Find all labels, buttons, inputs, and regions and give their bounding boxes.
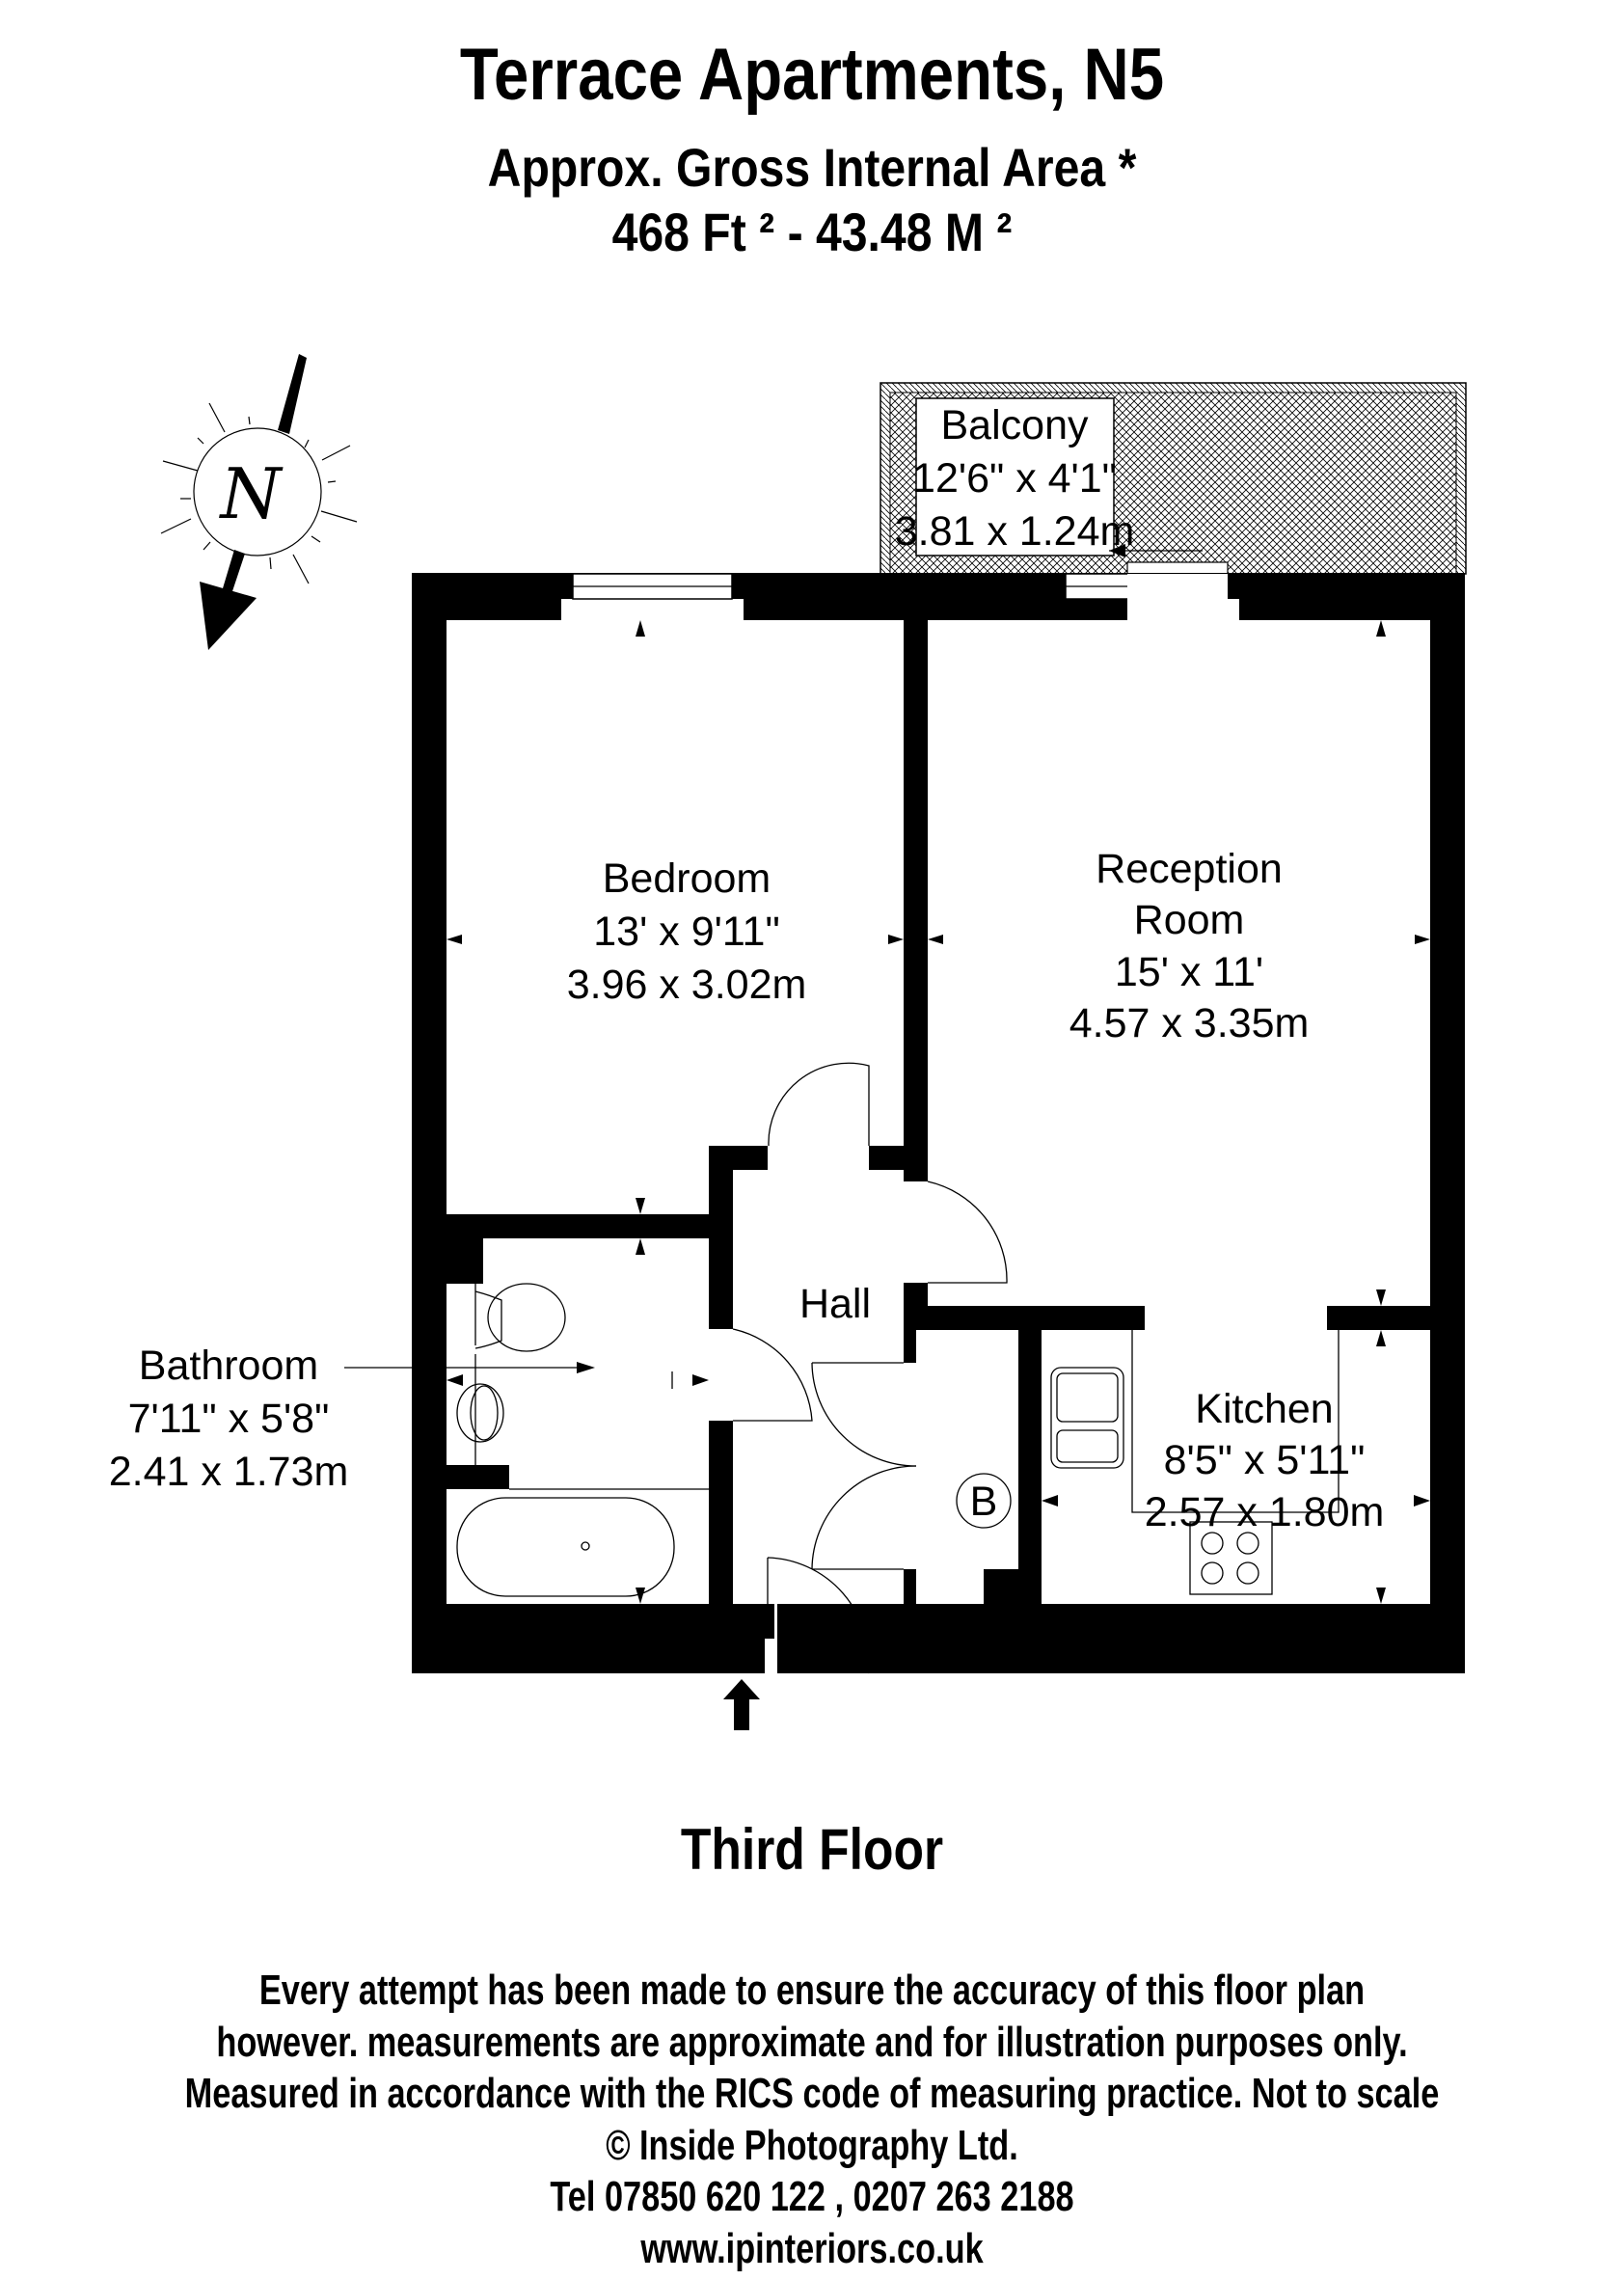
balcony [880,382,1467,576]
kitchen-imperial: 8'5" x 5'11" [1164,1437,1366,1483]
fixtures [344,1283,1340,1604]
plan-title: Terrace Apartments, N5 [459,34,1165,116]
disclaimer-line-1: Every attempt has been made to ensure th… [258,1967,1366,2014]
floor-label: Third Floor [680,1817,944,1882]
windows [561,573,1239,620]
disclaimer: Every attempt has been made to ensure th… [0,1965,1624,2274]
balcony-metric: 3.81 x 1.24m [895,508,1135,555]
walls [412,573,1465,1673]
kitchen-name: Kitchen [1195,1386,1333,1432]
bedroom-imperial: 13' x 9'11" [593,909,779,955]
bathroom-metric: 2.41 x 1.73m [109,1449,349,1495]
room-labels: Balcony 12'6" x 4'1" 3.81 x 1.24m Bedroo… [109,402,1385,1535]
bedroom-metric: 3.96 x 3.02m [567,962,807,1008]
website-link[interactable]: www.ipinteriors.co.uk [640,2224,984,2272]
disclaimer-line-2: however. measurements are approximate an… [216,2018,1408,2066]
kitchen-metric: 2.57 x 1.80m [1145,1489,1385,1535]
disclaimer-line-3: Measured in accordance with the RICS cod… [184,2070,1440,2117]
reception-name-1: Reception [1096,846,1283,892]
dimension-arrows [447,620,1430,1730]
reception-imperial: 15' x 11' [1115,949,1263,995]
reception-name-2: Room [1134,897,1245,943]
bathroom-imperial: 7'11" x 5'8" [128,1396,330,1442]
balcony-imperial: 12'6" x 4'1" [912,455,1117,502]
phone-numbers: Tel 07850 620 122 , 0207 263 2188 [550,2173,1074,2220]
hall-name: Hall [799,1281,871,1327]
copyright: © Inside Photography Ltd. [606,2121,1018,2169]
balcony-name: Balcony [941,402,1089,448]
bedroom-name: Bedroom [603,855,771,902]
reception-metric: 4.57 x 3.35m [1069,1000,1310,1046]
area-label: Approx. Gross Internal Area * [487,137,1137,198]
svg-text:N: N [219,453,284,534]
doors [732,1062,1008,1674]
bathroom-name: Bathroom [139,1343,318,1389]
boiler-label: B [970,1479,998,1525]
north-compass-icon: N [160,354,358,650]
area-value: 468 Ft ² - 43.48 M ² [611,202,1013,262]
